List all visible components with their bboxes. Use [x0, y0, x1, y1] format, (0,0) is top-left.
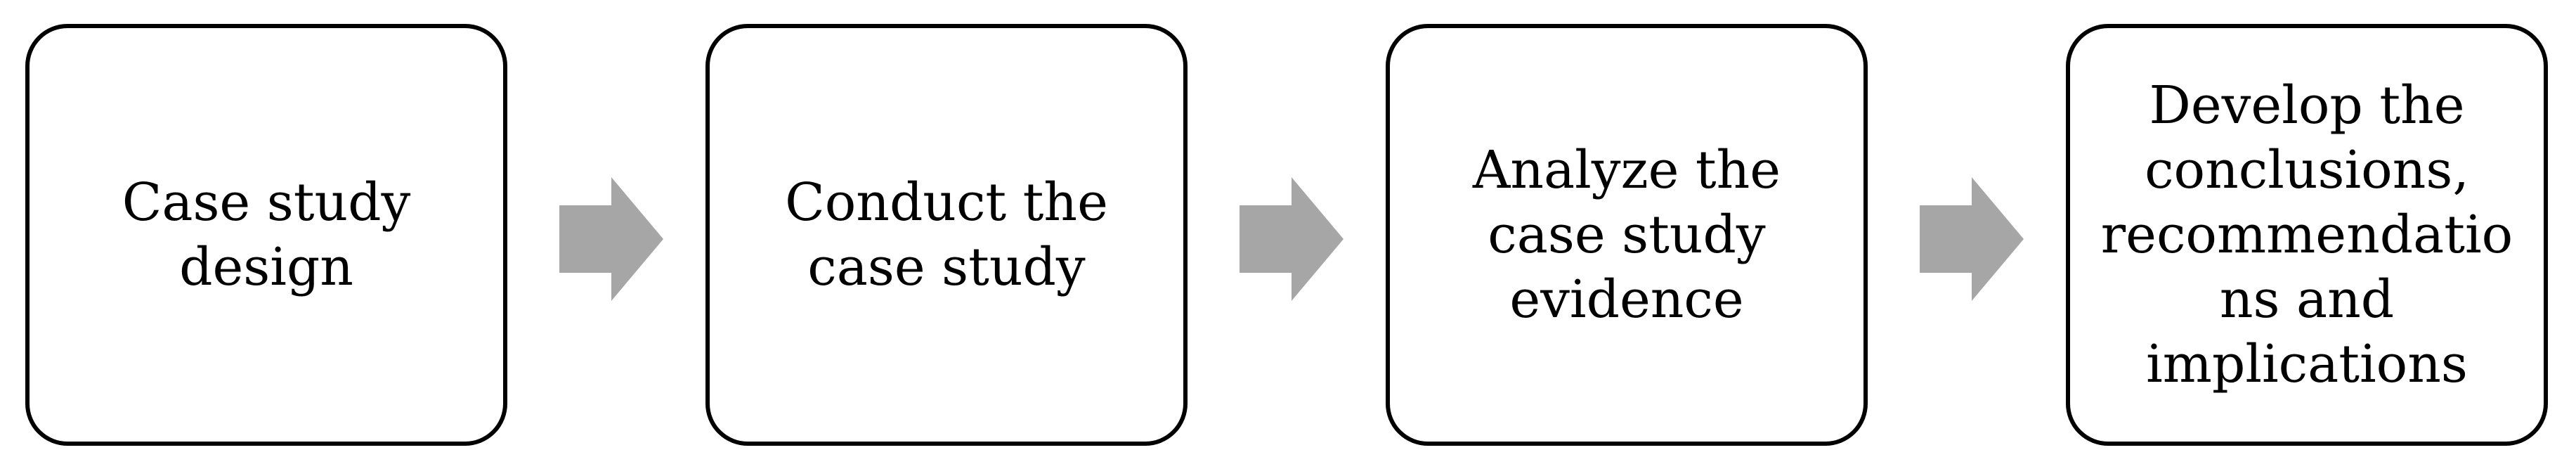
step-label-line: Conduct the: [785, 172, 1108, 233]
right-arrow-icon: [1240, 177, 1344, 301]
step-conduct-case-study: Conduct the case study: [705, 24, 1188, 446]
step-label-line: implications: [2146, 334, 2468, 394]
step-label: Analyze the case study evidence: [1390, 138, 1863, 332]
step-label: Develop the conclusions, recommendatio n…: [2070, 73, 2544, 397]
step-label-line: design: [179, 237, 353, 297]
arrow-shape: [1240, 177, 1344, 301]
right-arrow-icon: [1920, 177, 2024, 301]
arrow-shape: [559, 177, 663, 301]
step-label-line: case study: [807, 237, 1086, 297]
step-label-line: case study: [1488, 205, 1766, 265]
step-label: Conduct the case study: [710, 170, 1183, 300]
step-label-line: Develop the: [2149, 75, 2465, 136]
step-label-line: Analyze the: [1472, 140, 1781, 200]
step-label-line: ns and: [2219, 269, 2395, 330]
right-arrow-icon: [559, 177, 663, 301]
step-label-line: Case study: [122, 172, 411, 233]
step-label-line: evidence: [1509, 269, 1744, 330]
step-analyze-evidence: Analyze the case study evidence: [1386, 24, 1868, 446]
arrow-shape: [1920, 177, 2024, 301]
step-develop-conclusions: Develop the conclusions, recommendatio n…: [2066, 24, 2548, 446]
step-case-study-design: Case study design: [25, 24, 507, 446]
step-label-line: conclusions,: [2145, 140, 2469, 200]
step-label-line: recommendatio: [2100, 205, 2513, 265]
step-label: Case study design: [30, 170, 503, 300]
